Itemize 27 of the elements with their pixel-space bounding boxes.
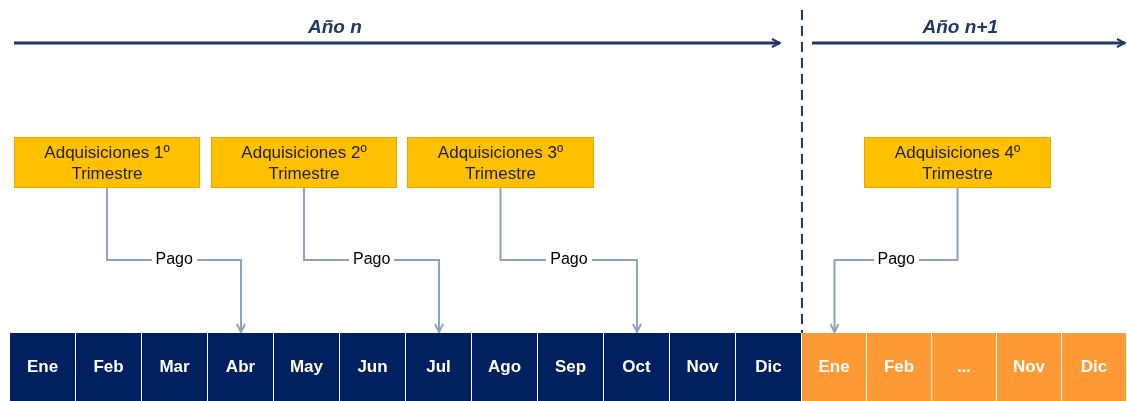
process-box: Adquisiciones 3º Trimestre [407, 137, 594, 188]
process-box: Adquisiciones 4º Trimestre [864, 137, 1051, 188]
edge-label: Pago [151, 250, 197, 268]
month-cell: Feb [76, 333, 142, 401]
month-cell: Feb [867, 333, 932, 401]
month-cell: Ene [802, 333, 867, 401]
month-cell: Dic [1062, 333, 1127, 401]
month-cell: Ene [10, 333, 76, 401]
edge-label: Pago [546, 250, 592, 268]
month-cell: Dic [736, 333, 802, 401]
month-cell: Oct [604, 333, 670, 401]
month-cell: Jun [340, 333, 406, 401]
month-cell: Sep [538, 333, 604, 401]
process-box: Adquisiciones 1º Trimestre [14, 137, 200, 188]
year-label: Año n [308, 16, 362, 38]
edge-label: Pago [873, 250, 919, 268]
month-cell: Abr [208, 333, 274, 401]
month-cell: Nov [670, 333, 736, 401]
month-cell: May [274, 333, 340, 401]
month-cell: Ago [472, 333, 538, 401]
year-label: Año n+1 [922, 16, 998, 38]
month-cell: Mar [142, 333, 208, 401]
month-cell: Nov [997, 333, 1062, 401]
process-box: Adquisiciones 2º Trimestre [211, 137, 397, 188]
month-cell: ... [932, 333, 997, 401]
month-cell: Jul [406, 333, 472, 401]
edge-label: Pago [349, 250, 395, 268]
